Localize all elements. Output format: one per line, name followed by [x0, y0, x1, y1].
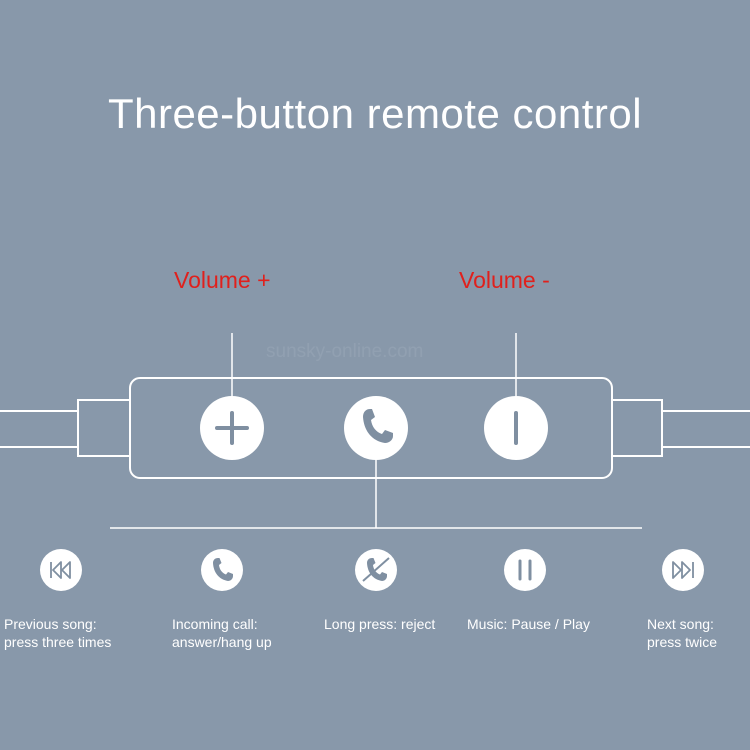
caption-reject: Long press: reject	[324, 615, 435, 633]
volume-minus-button[interactable]	[484, 396, 548, 460]
caption-next-song: Next song: press twice	[647, 615, 717, 651]
reject-call-icon	[355, 549, 397, 591]
phone-icon	[363, 409, 393, 443]
right-cable	[611, 399, 750, 457]
left-cable	[0, 399, 131, 457]
volume-plus-label: Volume +	[174, 267, 271, 293]
caption-line: Incoming call:	[172, 616, 258, 632]
caption-line: press twice	[647, 634, 718, 650]
next-track-icon	[662, 549, 704, 591]
caption-line: Previous song:	[4, 616, 97, 632]
phone-icon	[201, 549, 243, 591]
caption-line: Next song:	[647, 616, 714, 632]
volume-plus-button[interactable]	[200, 396, 264, 460]
page-title: Three-button remote control	[107, 90, 643, 137]
plus-icon	[215, 411, 249, 445]
caption-line: press three times	[4, 634, 112, 650]
caption-line: Music: Pause / Play	[467, 616, 590, 632]
volume-minus-label: Volume -	[459, 267, 550, 293]
call-button[interactable]	[344, 396, 408, 460]
caption-previous-song: Previous song: press three times	[4, 615, 111, 651]
caption-line: answer/hang up	[172, 634, 272, 650]
caption-pause-play: Music: Pause / Play	[467, 615, 590, 633]
previous-track-icon	[40, 549, 82, 591]
watermark: sunsky-online.com	[266, 341, 424, 362]
caption-line: Long press: reject	[324, 616, 436, 632]
caption-incoming-call: Incoming call: answer/hang up	[172, 615, 272, 651]
pause-icon	[504, 549, 546, 591]
remote-body	[129, 377, 613, 479]
